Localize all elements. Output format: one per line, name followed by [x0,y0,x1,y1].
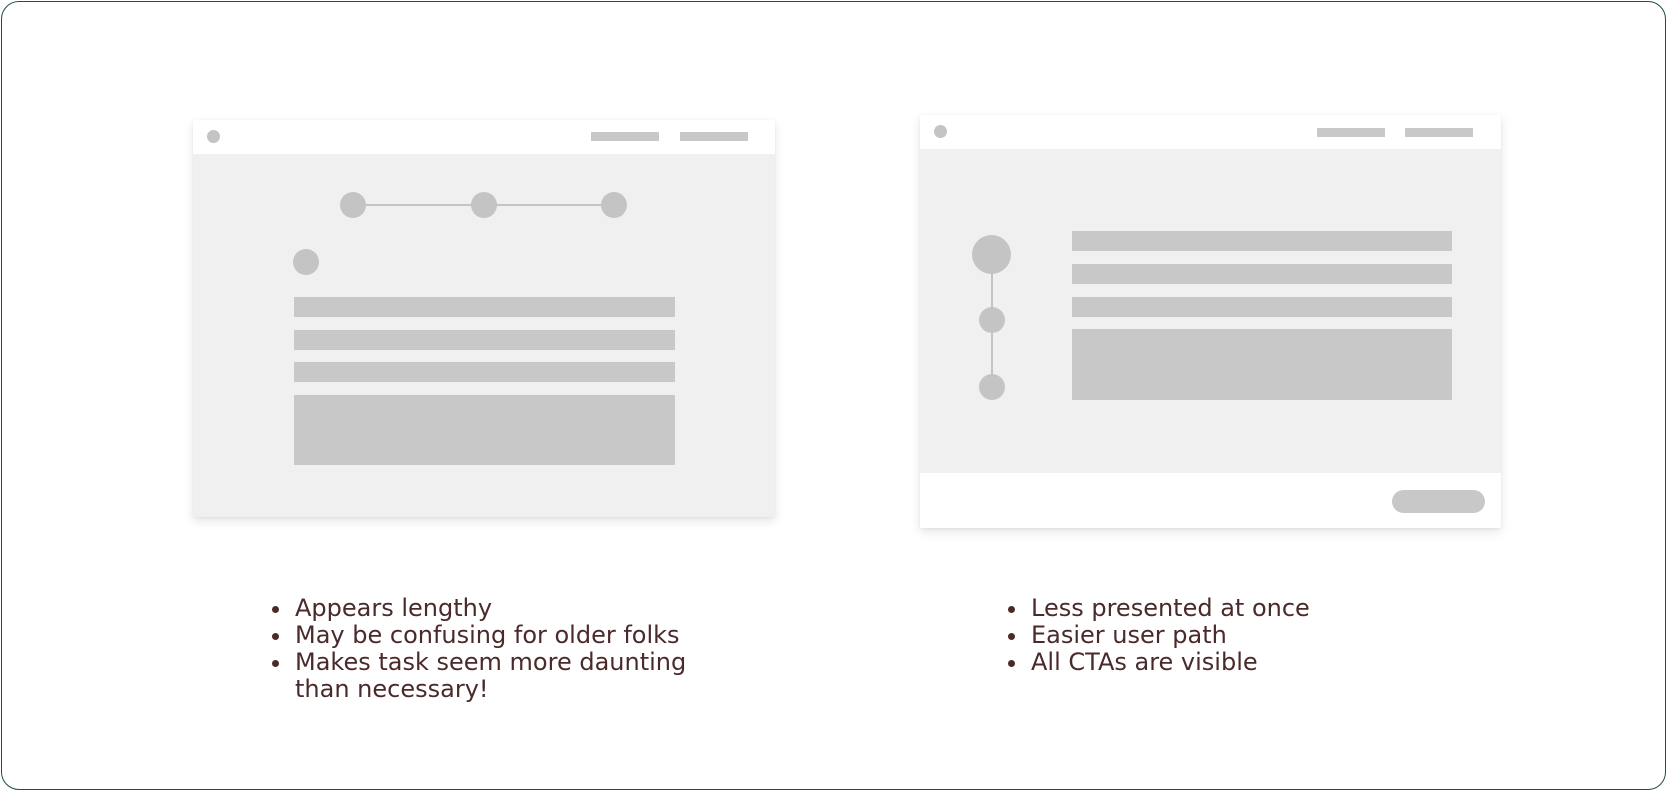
wireframe-footer [920,473,1501,528]
logo-placeholder [207,130,220,143]
form-field-placeholder [1072,264,1452,284]
left-notes-list: Appears lengthy May be confusing for old… [266,595,733,703]
logo-placeholder [934,125,947,138]
nav-link-placeholder [1317,128,1385,137]
note-item: Makes task seem more daunting than neces… [293,649,733,703]
note-item: Less presented at once [1029,595,1469,622]
wireframe-topbar [920,115,1501,149]
stepper-step [979,374,1005,400]
form-field-placeholder [294,330,675,350]
note-item: May be confusing for older folks [293,622,733,649]
stepper-step [979,307,1005,333]
cta-button-placeholder [1392,490,1485,513]
form-field-placeholder [294,297,675,317]
stepper-step [471,192,497,218]
note-item: Appears lengthy [293,595,733,622]
wireframe-topbar [193,120,775,154]
stepper-step [601,192,627,218]
stepper-step [340,192,366,218]
form-textarea-placeholder [1072,329,1452,400]
right-notes-list: Less presented at once Easier user path … [1002,595,1469,676]
form-field-placeholder [1072,231,1452,251]
section-avatar-placeholder [293,249,319,275]
wireframe-horizontal-stepper [193,120,775,517]
form-field-placeholder [294,362,675,382]
nav-link-placeholder [680,132,748,141]
form-textarea-placeholder [294,395,675,465]
nav-link-placeholder [591,132,659,141]
wireframe-vertical-stepper [920,115,1501,528]
note-item: All CTAs are visible [1029,649,1469,676]
note-item: Easier user path [1029,622,1469,649]
form-field-placeholder [1072,297,1452,317]
stepper-step-active [972,235,1011,274]
nav-link-placeholder [1405,128,1473,137]
